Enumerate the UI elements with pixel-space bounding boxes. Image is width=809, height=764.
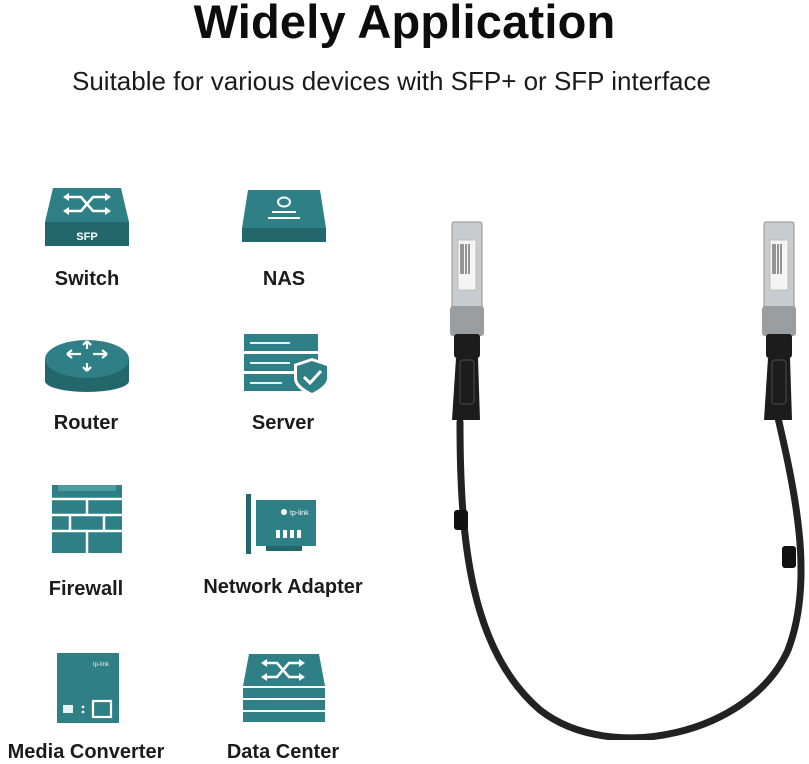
device-label-router: Router [53, 412, 119, 434]
left-connector [450, 221, 484, 420]
page-title: Widely Application [193, 0, 616, 48]
page-subtitle: Suitable for various devices with SFP+ o… [72, 66, 711, 96]
switch-icon: SFP [45, 186, 129, 253]
firewall-icon [52, 485, 122, 558]
device-label-nas: NAS [262, 268, 306, 290]
converter-badge: tp-link [93, 662, 110, 668]
device-label-server: Server [251, 412, 315, 434]
server-icon [244, 334, 334, 401]
nas-icon [242, 190, 326, 249]
network-adapter-icon: tp-link [246, 494, 318, 561]
dac-cable-icon [420, 210, 809, 745]
data-center-icon [243, 654, 325, 729]
device-label-data-center: Data Center [226, 741, 340, 763]
adapter-badge: tp-link [290, 510, 309, 517]
device-label-media-converter: Media Converter [7, 741, 165, 763]
device-label-network-adapter: Network Adapter [203, 576, 363, 598]
right-connector [762, 221, 796, 420]
router-icon [45, 337, 129, 398]
switch-badge: SFP [76, 231, 97, 243]
media-converter-icon: tp-link [57, 653, 119, 728]
device-label-switch: Switch [54, 268, 120, 290]
device-label-firewall: Firewall [48, 578, 124, 600]
